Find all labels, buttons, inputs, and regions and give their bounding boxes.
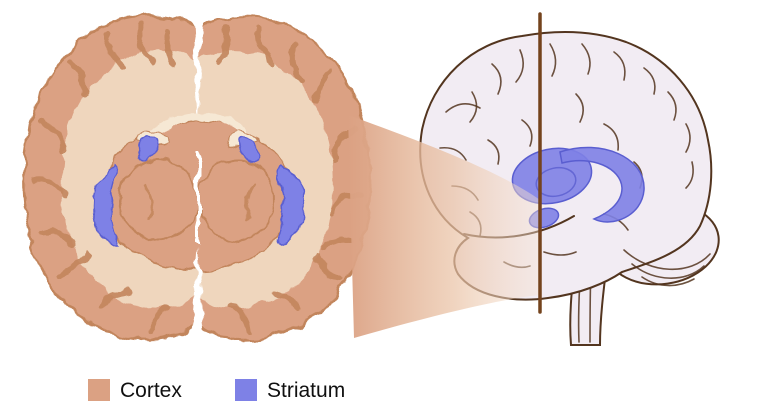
striatum-lateral bbox=[511, 146, 645, 229]
sulci-lines bbox=[31, 23, 363, 333]
striatum-coronal bbox=[92, 136, 304, 245]
thalamus-left bbox=[120, 158, 198, 242]
legend-item-striatum: Striatum bbox=[235, 379, 345, 402]
longitudinal-fissure-top bbox=[193, 24, 203, 120]
legend-item-cortex: Cortex bbox=[88, 379, 182, 402]
cortex-label: Cortex bbox=[120, 379, 182, 402]
corpus-callosum bbox=[150, 113, 246, 136]
caudate-right bbox=[238, 136, 260, 162]
thalamus-right bbox=[198, 158, 276, 242]
putamen-left bbox=[92, 165, 121, 245]
putamen-right bbox=[275, 165, 304, 245]
cortex-swatch bbox=[88, 379, 110, 401]
caudate-left bbox=[136, 136, 158, 162]
caudate-tail-loop bbox=[559, 146, 645, 223]
longitudinal-fissure-bottom bbox=[192, 246, 204, 336]
cerebellum-striations bbox=[623, 249, 711, 287]
coronal-section bbox=[22, 14, 372, 342]
thalamus-outline bbox=[535, 166, 577, 198]
striatum-swatch bbox=[235, 379, 257, 401]
striatum-label: Striatum bbox=[267, 379, 345, 402]
zoom-wedge bbox=[348, 115, 540, 338]
legend: Cortex Striatum bbox=[88, 379, 345, 402]
